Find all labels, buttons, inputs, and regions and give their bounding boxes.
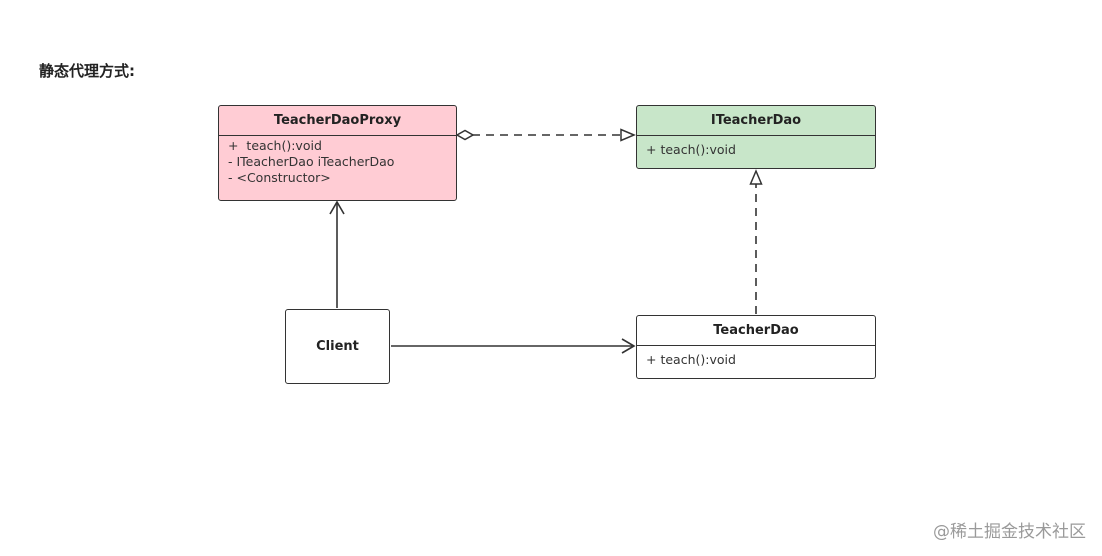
client-to-implementation-connector bbox=[391, 338, 636, 354]
class-member: + teach():void bbox=[646, 142, 736, 157]
class-member: + teach():void bbox=[646, 352, 736, 367]
client-to-proxy-connector bbox=[329, 200, 345, 308]
client-box[interactable]: Client bbox=[285, 309, 390, 384]
client-to-proxy-arrowhead bbox=[329, 200, 345, 215]
class-members: + teach():void bbox=[637, 136, 875, 158]
class-members: + teach():void bbox=[637, 346, 875, 368]
class-name: TeacherDaoProxy bbox=[219, 106, 456, 136]
client-to-implementation-arrowhead bbox=[621, 338, 636, 354]
class-members: + teach():void - ITeacherDao iTeacherDao… bbox=[219, 136, 456, 186]
implementation-to-interface-connector bbox=[749, 169, 763, 314]
class-name: TeacherDao bbox=[637, 316, 875, 346]
proxy-to-interface-connector bbox=[455, 128, 636, 142]
realization-arrowhead bbox=[749, 169, 763, 185]
aggregation-diamond bbox=[455, 129, 475, 141]
teacher-dao-class[interactable]: TeacherDao + teach():void bbox=[636, 315, 876, 379]
proxy-to-interface-arrowhead bbox=[620, 128, 636, 142]
client-label: Client bbox=[316, 339, 359, 354]
class-name: ITeacherDao bbox=[637, 106, 875, 136]
class-member: - <Constructor> bbox=[228, 170, 331, 185]
page-heading: 静态代理方式: bbox=[39, 62, 135, 80]
class-member: - ITeacherDao iTeacherDao bbox=[228, 154, 395, 169]
watermark: @稀土掘金技术社区 bbox=[933, 522, 1086, 542]
teacher-dao-proxy-class[interactable]: TeacherDaoProxy + teach():void - ITeache… bbox=[218, 105, 457, 201]
class-member: + teach():void bbox=[228, 138, 322, 153]
iteacher-dao-interface[interactable]: ITeacherDao + teach():void bbox=[636, 105, 876, 169]
